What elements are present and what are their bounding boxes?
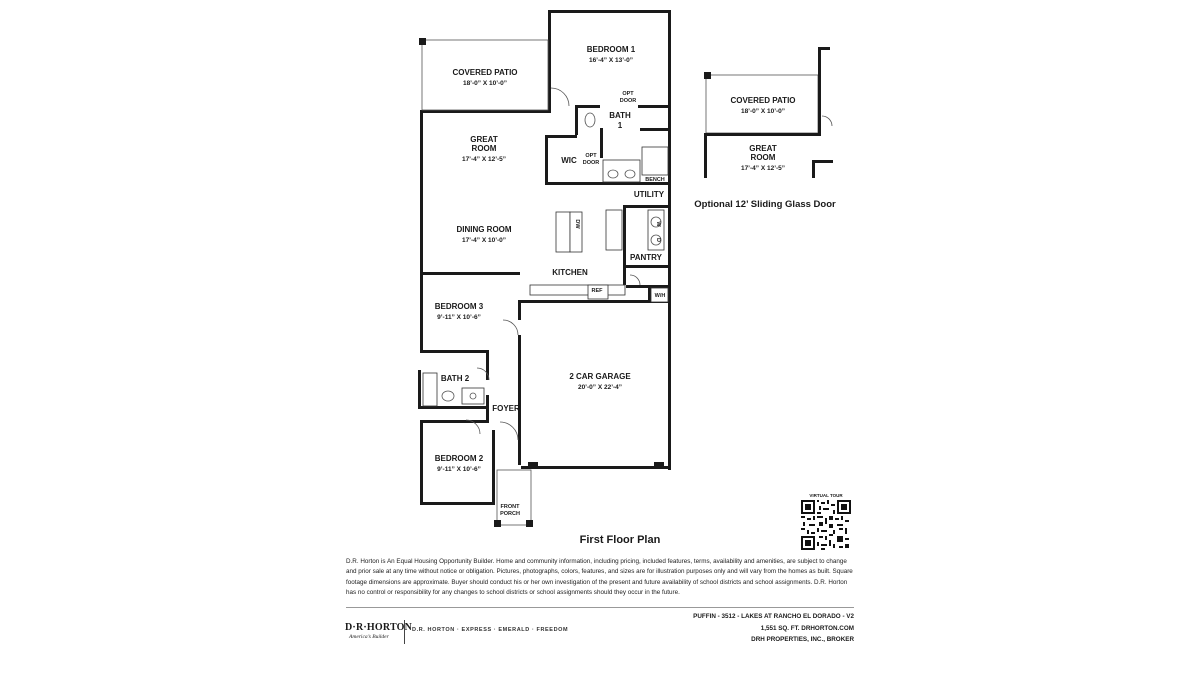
wic-label: WIC [561,156,577,165]
bedroom2-dims: 9’-11” X 10’-6” [437,466,481,473]
logo-divider [404,620,405,644]
bedroom2-label: BEDROOM 2 [435,454,484,463]
floor-plan-title: First Floor Plan [579,534,661,546]
utility-label: UTILITY [634,190,665,199]
plan-info: PUFFIN - 3512 - LAKES AT RANCHO EL DORAD… [600,611,854,646]
patio-outlines [419,38,664,527]
bedroom3-label: BEDROOM 3 [435,302,484,311]
qr-code-icon[interactable] [801,500,851,550]
optional-inset: COVERED PATIO 18’-0” X 10’-0” GREAT ROOM… [704,47,833,178]
logo-tagline: America’s Builder [349,634,389,640]
plan-info-line2: 1,551 SQ. FT. DRHORTON.COM [760,624,854,632]
garage-dims: 20’-0” X 22’-4” [578,384,622,391]
footer-divider [346,607,854,608]
opt-door-top-2: OPT [585,153,597,159]
dining-room-label: DINING ROOM [456,225,511,234]
room-labels: BEDROOM 1 16’-4” X 13’-0” COVERED PATIO … [435,45,666,517]
garage-label: 2 CAR GARAGE [569,372,631,381]
great-room-dims: 17’-4” X 12’-5” [462,156,506,163]
bedroom3-dims: 9’-11” X 10’-6” [437,314,481,321]
fixtures [422,87,669,441]
plan-info-line1: PUFFIN - 3512 - LAKES AT RANCHO EL DORAD… [693,613,854,620]
bench-label: BENCH [645,177,665,183]
foyer-label: FOYER [492,404,520,413]
opt-door-top-1: OPT [622,91,634,97]
opt-covered-patio-dims: 18’-0” X 10’-0” [741,108,785,115]
wh-label: W/H [655,293,666,299]
opt-great-label: GREAT [749,144,777,153]
pantry-label: PANTRY [630,253,663,262]
opt-door-bottom-2: DOOR [583,160,600,166]
optional-door-title: Optional 12’ Sliding Glass Door [694,199,836,210]
virtual-tour-label: VIRTUAL TOUR [809,493,843,498]
d-label: D [655,238,661,242]
dr-horton-logo: D·R·HORTON [345,622,413,633]
covered-patio-dims: 18’-0” X 10’-0” [463,80,507,87]
covered-patio-label: COVERED PATIO [452,68,517,77]
brand-list: D.R. HORTON · EXPRESS · EMERALD · FREEDO… [412,627,569,633]
dining-room-dims: 17’-4” X 10’-0” [462,237,506,244]
legal-disclaimer: D.R. Horton is An Equal Housing Opportun… [346,558,853,596]
exterior-walls [418,10,671,505]
opt-door-bottom-1: DOOR [620,98,637,104]
bath2-label: BATH 2 [441,374,470,383]
dw-label: DW [574,219,580,229]
great-room-label-2: ROOM [472,144,497,153]
bath1-label: BATH [609,111,631,120]
w-label: W [655,221,661,227]
bedroom1-label: BEDROOM 1 [587,45,636,54]
great-room-label: GREAT [470,135,498,144]
front-porch-label-2: PORCH [500,511,520,517]
kitchen-label: KITCHEN [552,268,588,277]
opt-room-label: ROOM [751,153,776,162]
ref-label: REF [592,288,604,294]
bath1-label-2: 1 [618,121,623,130]
plan-info-line3: DRH PROPERTIES, INC., BROKER [751,636,854,643]
front-porch-label: FRONT [501,504,521,510]
opt-great-dims: 17’-4” X 12’-5” [741,165,785,172]
opt-covered-patio-label: COVERED PATIO [730,96,795,105]
bedroom1-dims: 16’-4” X 13’-0” [589,57,633,64]
